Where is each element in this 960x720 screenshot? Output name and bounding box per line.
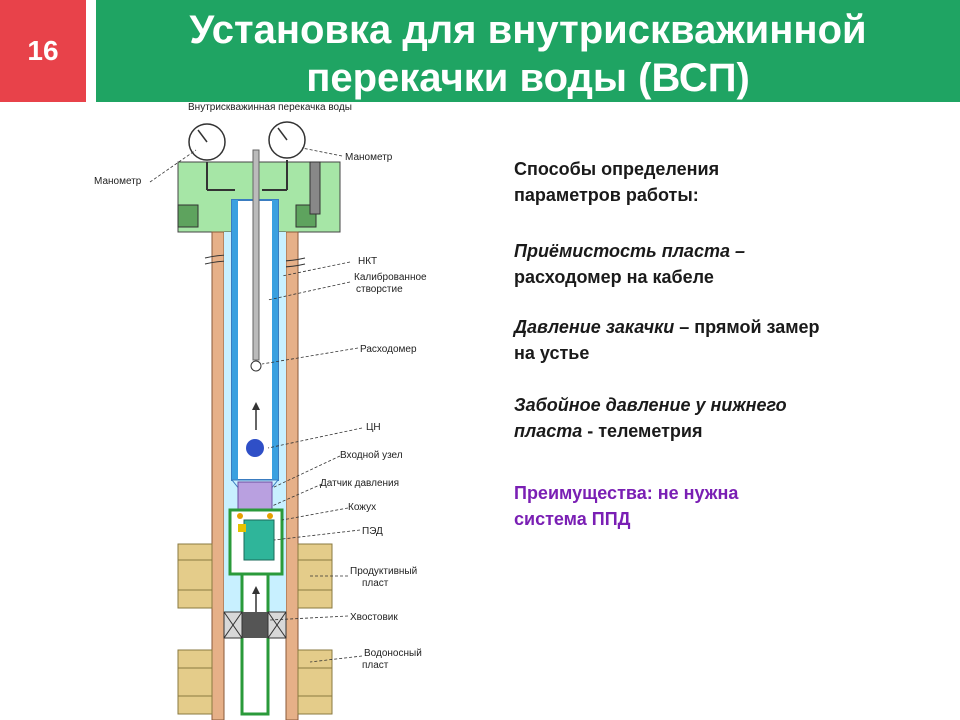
method-bottomhole-value: - телеметрия xyxy=(582,421,703,441)
flowmeter-cable xyxy=(252,149,260,361)
label-tail: Хвостовик xyxy=(350,612,398,623)
label-productive-2: пласт xyxy=(362,578,389,589)
title-bar xyxy=(96,0,960,102)
pump-ball xyxy=(246,439,264,457)
label-pressure-sensor: Датчик давления xyxy=(320,478,399,489)
label-cn: ЦН xyxy=(366,422,381,433)
valve-bar xyxy=(309,161,321,215)
casing-left-wall xyxy=(211,231,225,720)
tail-pipe xyxy=(240,572,270,716)
advantages-line-2: система ППД xyxy=(514,509,631,529)
method-injection-pressure: Давление закачки – прямой замер на устье xyxy=(514,314,820,366)
methods-title-line-2: параметров работы: xyxy=(514,185,699,205)
title-line-2: перекачки воды (ВСП) xyxy=(306,56,750,100)
method-injectivity: Приёмистость пласта – расходомер на кабе… xyxy=(514,238,745,290)
label-manometer-left: Манометр xyxy=(94,176,142,187)
title-line-1: Установка для внутрискважинной xyxy=(189,8,867,52)
label-calibrated-2: створстие xyxy=(356,284,403,295)
label-nkt: НКТ xyxy=(358,256,377,267)
advantages: Преимущества: не нужна система ППД xyxy=(514,480,738,532)
advantages-line-1: Преимущества: не нужна xyxy=(514,483,739,503)
label-productive-1: Продуктивный xyxy=(350,566,417,577)
methods-title-line-1: Способы определения xyxy=(514,159,720,179)
label-water-1: Водоносный xyxy=(364,648,422,659)
methods-title: Способы определения параметров работы: xyxy=(514,156,719,208)
motor-ped xyxy=(243,519,275,561)
manometer-left-gauge xyxy=(188,123,235,191)
label-ped: ПЭД xyxy=(362,526,383,537)
method-injection-pressure-value-2: на устье xyxy=(514,343,590,363)
method-bottomhole-pressure: Забойное давление у нижнего пласта - тел… xyxy=(514,392,787,444)
label-manometer-right: Манометр xyxy=(345,152,393,163)
method-bottomhole-label-2: пласта xyxy=(514,421,583,441)
slide-number: 16 xyxy=(0,0,86,102)
method-injectivity-label: Приёмистость пласта – xyxy=(514,241,745,261)
diagram-caption: Внутрискважинная перекачка воды xyxy=(188,102,352,113)
label-inlet: Входной узел xyxy=(340,450,403,461)
casing-right-wall xyxy=(285,231,299,720)
method-bottomhole-label-1: Забойное давление у нижнего xyxy=(514,395,787,415)
well-diagram: Внутрискважинная перекачка воды xyxy=(94,102,427,720)
label-flowmeter: Расходомер xyxy=(360,344,417,355)
method-injection-pressure-value: – прямой замер xyxy=(674,317,820,337)
label-calibrated-1: Калиброванное xyxy=(354,271,427,283)
manometer-right-gauge xyxy=(262,121,306,191)
label-casing: Кожух xyxy=(348,502,376,513)
method-injection-pressure-label: Давление закачки xyxy=(514,317,675,337)
slide-title: Установка для внутрискважинной перекачки… xyxy=(96,6,960,102)
method-injectivity-value: расходомер на кабеле xyxy=(514,267,714,287)
water-layer xyxy=(177,649,333,715)
label-water-2: пласт xyxy=(362,660,389,671)
